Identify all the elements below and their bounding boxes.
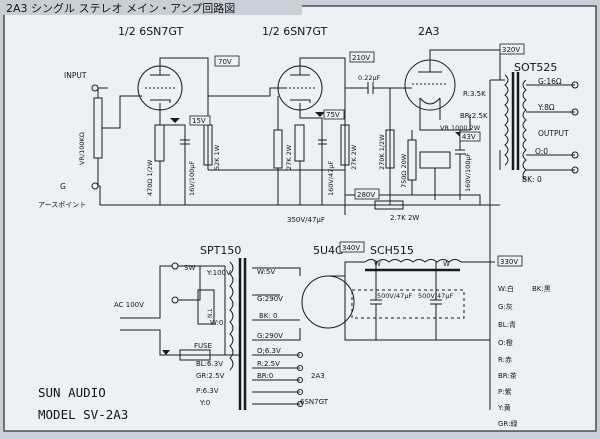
legend-item: GR:緑 (498, 419, 517, 428)
voltage-320v: 320V (502, 46, 520, 54)
voltage-330v: 330V (500, 258, 518, 266)
choke-lead-w1: W (374, 260, 381, 268)
paper-frame (3, 5, 597, 432)
legend-item: BR:茶 (498, 371, 517, 380)
part-r470: 470Ω 1/2W (146, 159, 154, 196)
part-c-coupling: 0.22μF (358, 74, 381, 82)
tap-o63: O;6.3V (257, 347, 281, 355)
tube-label-v3: 2A3 (418, 25, 440, 38)
voltage-43v: 43V (462, 133, 476, 141)
input-label: INPUT (64, 71, 87, 80)
schematic-title: 2A3 シングル ステレオ メイン・アンプ回路図 (6, 1, 235, 15)
part-r52k: 52K 1W (213, 144, 221, 170)
part-c-filter1: 350V/47μF (287, 216, 325, 224)
voltage-210v: 210V (352, 54, 370, 62)
tap-w0: W:0 (210, 319, 223, 327)
voltage-340v: 340V (342, 244, 360, 252)
legend-item: W:白 (498, 284, 514, 293)
tap-bk0: BK: 0 (259, 312, 277, 320)
output-label: OUTPUT (538, 129, 569, 138)
wire-color-legend: BK:黒 W:白 G:灰 BL:青 O:橙 R:赤 BR:茶 P:紫 Y:黄 G… (497, 284, 551, 428)
part-r-br: BR:2.5K (460, 112, 488, 120)
fuse-label: FUSE (194, 342, 212, 350)
ac-label: AC 100V (114, 301, 144, 309)
tap-y0: Y:0 (199, 399, 210, 407)
tap-y100: Y:100V (206, 269, 231, 277)
part-c-filter2a: 500V/47μF (377, 292, 412, 300)
part-r27k-a: 27K 2W (285, 144, 293, 170)
tap-br0: BR:0 (257, 372, 273, 380)
voltage-15v: 15V (192, 117, 206, 125)
switch-label: SW (184, 264, 195, 272)
output-o0: O:0 (535, 147, 548, 156)
part-c-cath1: 16V/100μF (188, 161, 196, 196)
part-r27k-b: 27K 2W (350, 144, 358, 170)
output-g16: G:16Ω (538, 77, 562, 86)
output-bk0: BK: 0 (522, 175, 542, 184)
tube-label-rect: 5U4G (313, 244, 344, 257)
part-c-cath3: 160V/100μF (464, 152, 472, 192)
part-c-filter2b: 500V/47μF (418, 292, 453, 300)
neon-lamp-label: N.L (207, 308, 214, 318)
power-transformer-label: SPT150 (200, 244, 241, 257)
legend-item: O:橙 (498, 338, 513, 347)
output-transformer-label: SOT525 (514, 61, 557, 74)
wiring (91, 49, 579, 410)
voltage-75v: 75V (326, 111, 340, 119)
part-values: 470Ω 1/2W 16V/100μF 52K 1W 27K 2W 160V/4… (146, 74, 488, 300)
voltage-flags: 70V 15V 210V 75V 320V 43V 280V 340V 330V (189, 43, 525, 267)
legend-bk: BK:黒 (532, 285, 551, 293)
tap-bl63: BL:6.3V (196, 360, 223, 368)
part-r2-7k: 2.7K 2W (390, 214, 419, 222)
tap-g290a: G:290V (257, 295, 283, 303)
part-c-cath2: 160V/47μF (327, 161, 335, 196)
tap-w5v: W:5V (257, 268, 275, 276)
tube-label-v2: 1/2 6SN7GT (262, 25, 328, 38)
ground-label: G (60, 182, 66, 191)
choke-lead-w2: W (443, 260, 450, 268)
legend-item: R:赤 (498, 356, 512, 364)
part-r750: 750Ω 20W (400, 153, 408, 188)
earth-point-label: アースポイント (38, 201, 86, 209)
voltage-70v: 70V (218, 58, 232, 66)
heater-6sn7-label: 6SN7GT (300, 398, 329, 406)
legend-item: Y:黄 (497, 403, 511, 412)
tap-gr25: GR:2.5V (196, 372, 225, 380)
tap-p63: P:6.3V (196, 387, 219, 395)
heater-2a3-label: 2A3 (311, 372, 325, 380)
choke-label: SCH515 (370, 244, 414, 257)
legend-item: BL:青 (498, 320, 516, 329)
tap-g290b: G:290V (257, 332, 283, 340)
legend-item: P:紫 (498, 388, 512, 396)
part-r270k: 270K 1/2W (378, 134, 386, 170)
voltage-280v: 280V (357, 191, 375, 199)
volume-label: VR/100KΩ (78, 132, 86, 165)
part-vr1000: VR 1000 2W (440, 124, 481, 132)
legend-item: G:灰 (498, 302, 513, 311)
tap-r25: R:2.5V (257, 360, 280, 368)
tube-label-v1: 1/2 6SN7GT (118, 25, 184, 38)
power-section-labels: SW AC 100V FUSE N.L Y:100V W:0 W:5V G:29… (114, 260, 450, 407)
brand-line-2: MODEL SV-2A3 (38, 407, 128, 422)
output-y8: Y:8Ω (537, 103, 555, 112)
brand-line-1: SUN AUDIO (38, 385, 106, 400)
part-r-r: R:3.5K (463, 90, 486, 98)
